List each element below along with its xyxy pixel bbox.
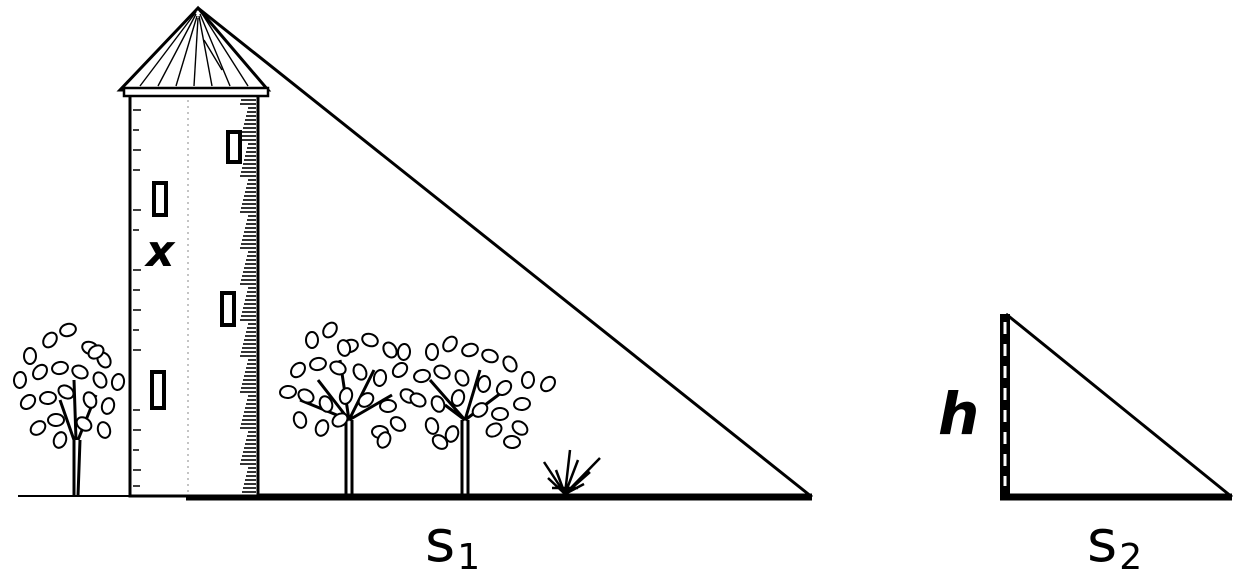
- leaf: [52, 431, 68, 449]
- leaf: [461, 342, 479, 358]
- leaf: [329, 360, 347, 376]
- label-shadow-2-subscript: 2: [1119, 537, 1143, 578]
- leaf: [425, 343, 439, 361]
- tower-shading-left: [133, 109, 141, 487]
- leaf: [520, 371, 536, 389]
- leaf: [376, 431, 392, 449]
- leaf: [389, 416, 407, 432]
- label-pole-height: h: [938, 380, 980, 448]
- tower-roof: [116, 5, 272, 98]
- leaf: [396, 343, 412, 361]
- tower-window: [152, 181, 168, 217]
- tree-middle-2: [409, 335, 556, 496]
- leaf: [92, 371, 108, 389]
- leaf: [352, 363, 368, 381]
- leaf: [513, 396, 531, 412]
- leaf: [29, 420, 47, 436]
- leaf: [431, 434, 449, 450]
- leaf: [100, 397, 116, 415]
- leaf: [372, 369, 388, 387]
- leaf: [305, 331, 319, 349]
- tower-shading-right: [240, 99, 256, 493]
- leaf: [391, 361, 409, 379]
- leaf: [318, 395, 334, 413]
- leaf: [59, 322, 77, 338]
- leaf: [485, 422, 503, 438]
- tower-window: [220, 291, 236, 327]
- leaf: [39, 390, 57, 406]
- leaf: [382, 341, 398, 359]
- leaf: [12, 371, 28, 389]
- bush: [542, 449, 601, 496]
- leaf: [23, 347, 37, 365]
- leaf: [57, 384, 75, 400]
- leaf: [503, 434, 521, 450]
- leaf: [511, 420, 529, 436]
- leaf: [297, 388, 315, 404]
- leaf: [442, 335, 458, 353]
- leaf: [444, 425, 460, 443]
- leaf: [32, 363, 48, 381]
- leaf: [71, 364, 89, 380]
- tower-window: [226, 130, 242, 164]
- leaf: [540, 375, 556, 393]
- leaf: [19, 393, 37, 411]
- leaf: [476, 375, 492, 393]
- tower-window: [150, 370, 166, 410]
- leaf: [292, 411, 308, 429]
- leaf: [379, 398, 397, 414]
- leaf: [110, 373, 126, 391]
- leaf: [314, 419, 330, 437]
- measuring-pole: [1000, 314, 1010, 498]
- leaf: [433, 364, 451, 380]
- leaf: [331, 412, 349, 428]
- label-tower-height: x: [146, 226, 175, 277]
- label-shadow-1-subscript: 1: [457, 537, 481, 578]
- tree-left: [12, 322, 126, 497]
- leaf: [279, 384, 297, 400]
- leaf: [309, 356, 327, 372]
- leaf: [495, 379, 513, 397]
- leaf: [338, 387, 354, 405]
- label-shadow-2-letter: s: [1087, 507, 1118, 575]
- leaf: [430, 395, 446, 413]
- leaf: [409, 392, 427, 408]
- leaf: [424, 417, 440, 435]
- leaf: [82, 391, 98, 409]
- leaf: [290, 361, 306, 379]
- leaf: [361, 332, 379, 348]
- leaf: [357, 392, 375, 408]
- leaf: [322, 321, 338, 339]
- leaf: [47, 412, 65, 428]
- leaf: [51, 360, 69, 376]
- sun-ray-tower: [197, 6, 813, 499]
- leaf: [481, 348, 499, 364]
- leaf: [450, 389, 466, 407]
- leaf: [413, 368, 431, 384]
- label-shadow-1-letter: s: [425, 507, 456, 575]
- leaf: [336, 339, 352, 357]
- leaf: [87, 344, 105, 360]
- leaf: [42, 331, 58, 349]
- tree-middle-1: [279, 321, 417, 496]
- label-shadow-1: s1: [425, 512, 480, 576]
- leaf: [454, 369, 470, 387]
- leaf: [491, 406, 509, 422]
- leaf: [471, 402, 489, 418]
- sun-ray-pole: [1005, 312, 1233, 499]
- label-shadow-2: s2: [1087, 512, 1142, 576]
- leaf: [96, 421, 112, 439]
- leaf: [502, 355, 518, 373]
- leaf: [75, 416, 93, 432]
